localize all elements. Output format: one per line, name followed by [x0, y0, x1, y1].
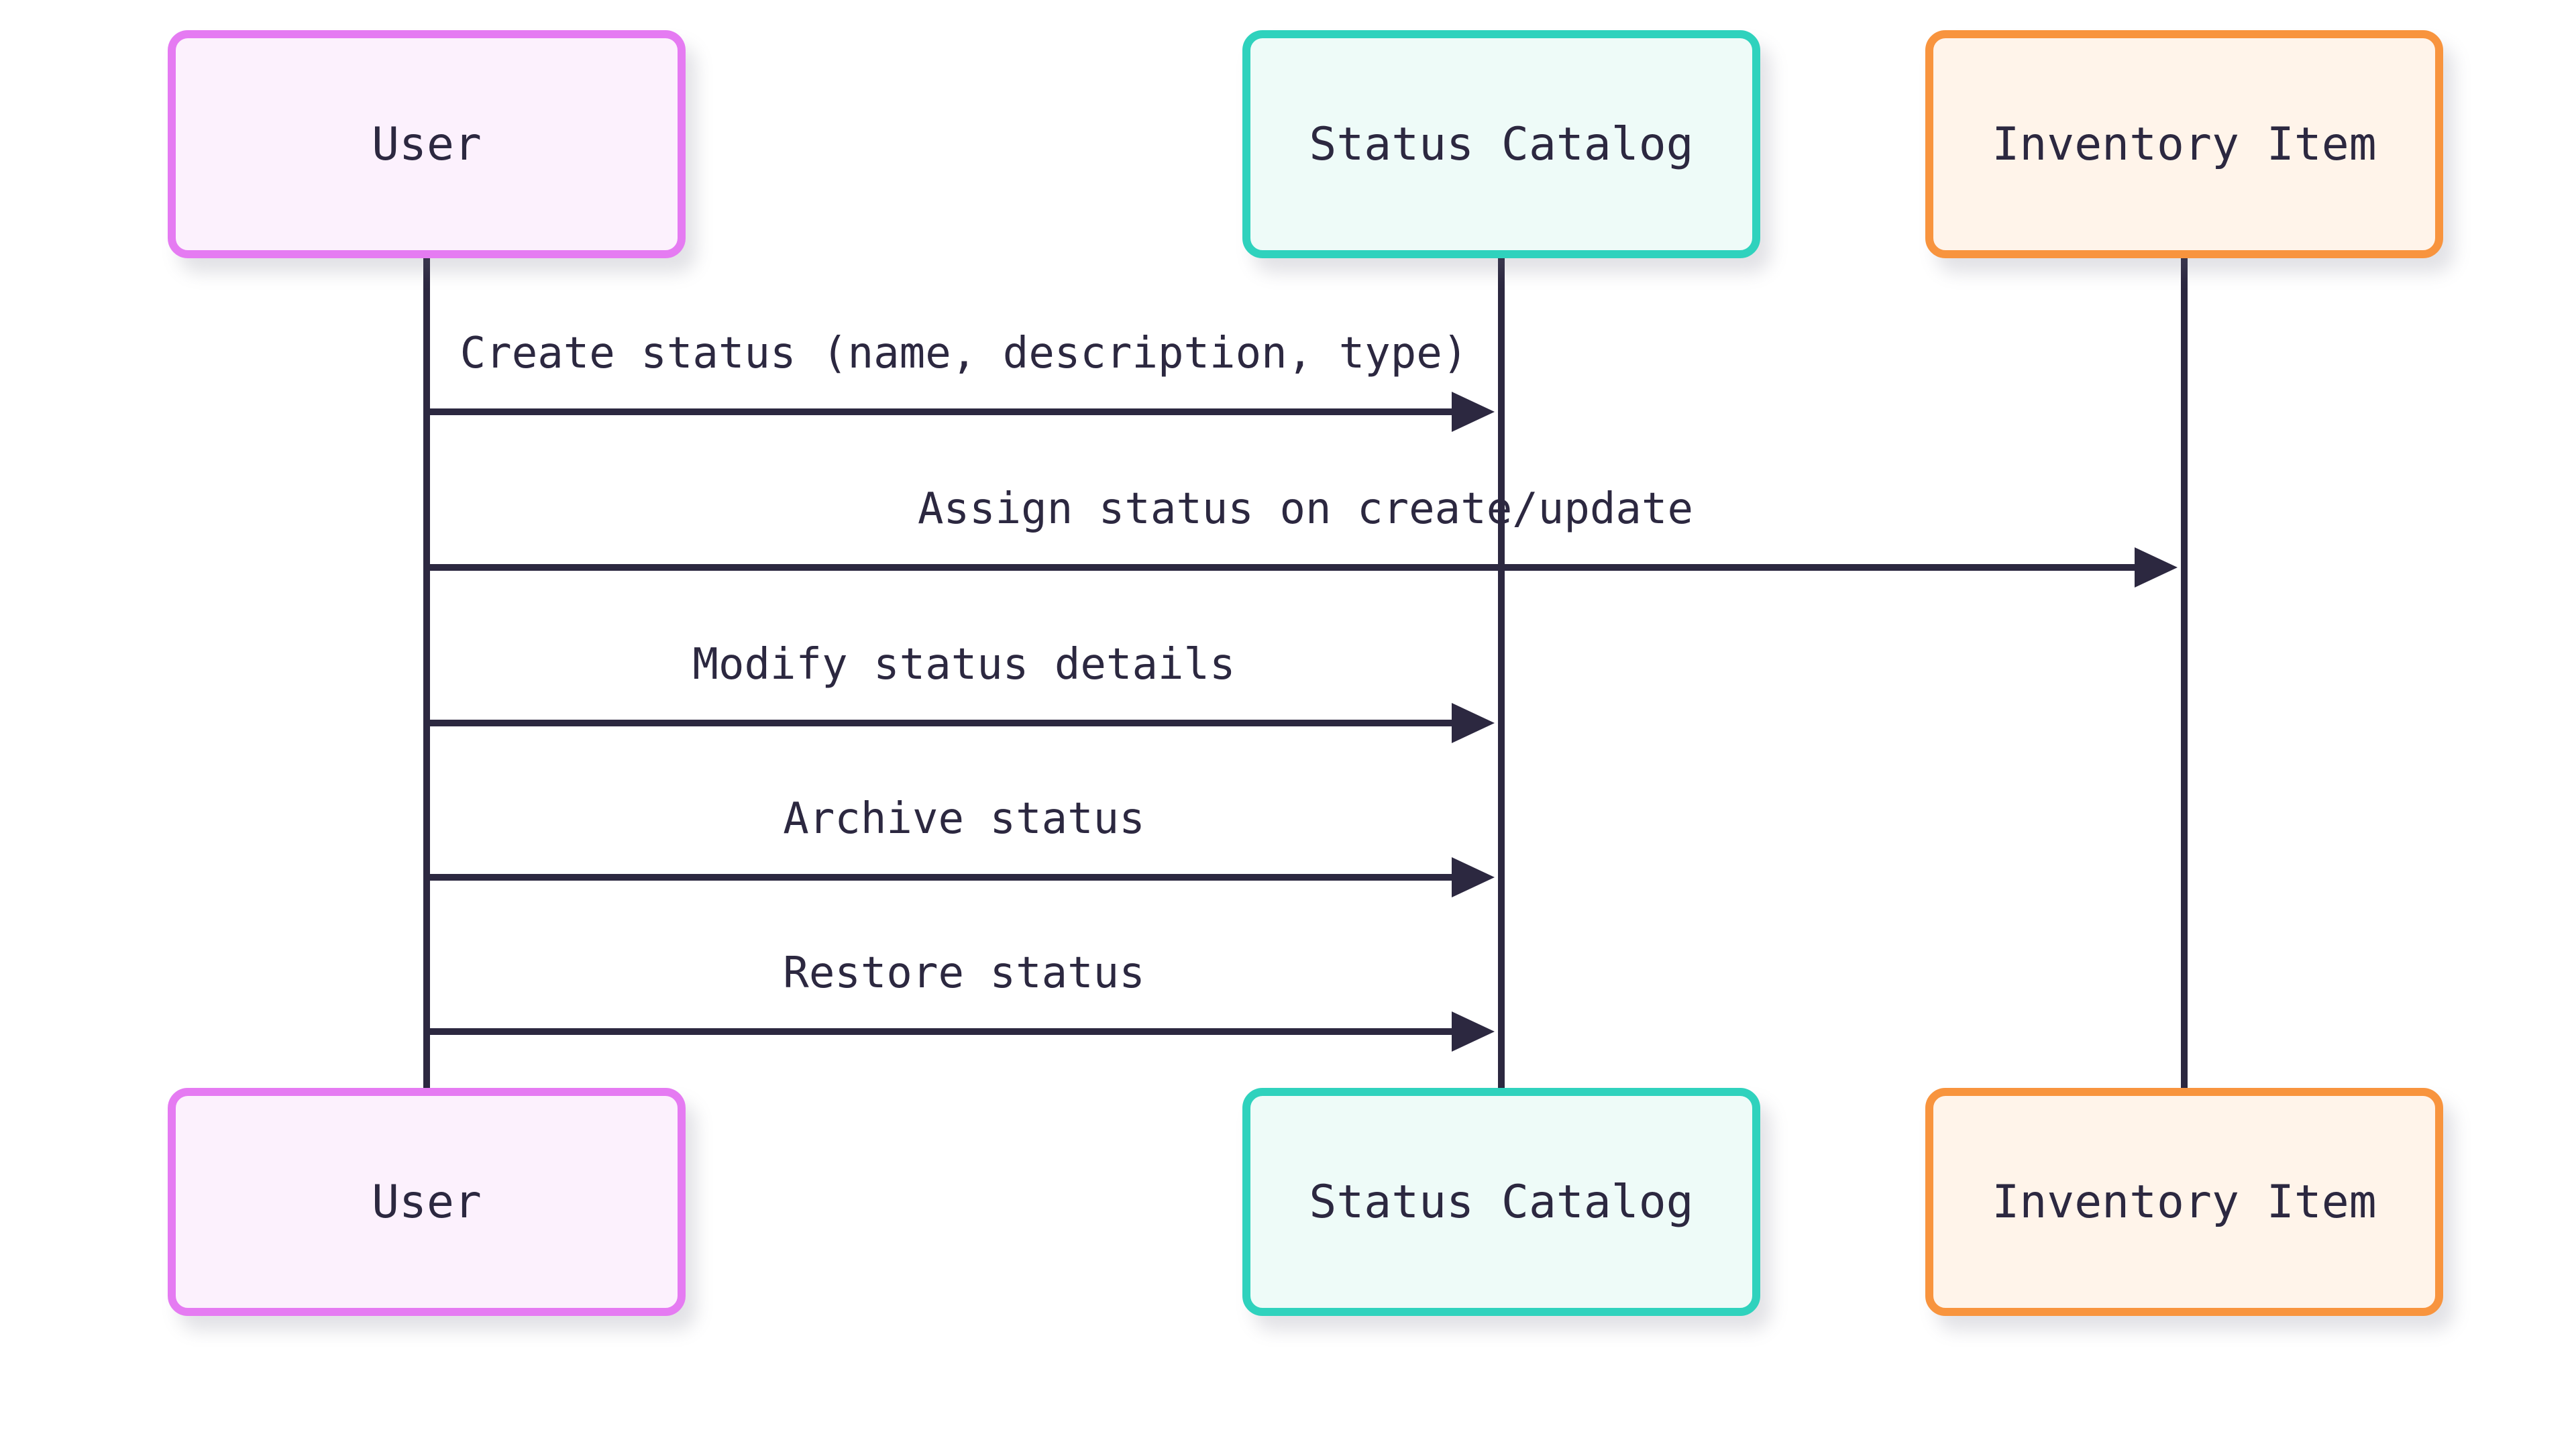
- message-arrowhead-5: [1452, 1011, 1495, 1052]
- actor-box-inventory-item-top: Inventory Item: [1925, 30, 2443, 258]
- actor-label-inventory-item: Inventory Item: [1992, 117, 2377, 171]
- actor-box-user-top: User: [168, 30, 686, 258]
- actor-label-inventory-item: Inventory Item: [1992, 1175, 2377, 1229]
- message-arrow-1: [427, 408, 1452, 415]
- actor-label-status-catalog: Status Catalog: [1309, 117, 1694, 171]
- lifeline-user: [423, 257, 430, 1091]
- message-arrowhead-4: [1452, 857, 1495, 897]
- message-arrowhead-1: [1452, 392, 1495, 432]
- message-arrow-3: [427, 720, 1452, 726]
- message-arrow-5: [427, 1028, 1452, 1035]
- message-arrow-2: [427, 564, 2135, 571]
- message-label-2: Assign status on create/update: [918, 484, 1693, 534]
- actor-box-inventory-item-bottom: Inventory Item: [1925, 1088, 2443, 1316]
- actor-label-status-catalog: Status Catalog: [1309, 1175, 1694, 1229]
- lifeline-inventory-item: [2181, 257, 2188, 1091]
- message-label-4: Archive status: [783, 794, 1145, 844]
- actor-label-user: User: [372, 117, 482, 171]
- actor-box-status-catalog-bottom: Status Catalog: [1242, 1088, 1760, 1316]
- message-label-5: Restore status: [783, 948, 1145, 998]
- message-arrowhead-2: [2135, 547, 2178, 588]
- actor-box-status-catalog-top: Status Catalog: [1242, 30, 1760, 258]
- message-arrowhead-3: [1452, 703, 1495, 743]
- actor-label-user: User: [372, 1175, 482, 1229]
- message-arrow-4: [427, 874, 1452, 881]
- message-label-3: Modify status details: [692, 640, 1236, 689]
- message-label-1: Create status (name, description, type): [460, 329, 1468, 378]
- actor-box-user-bottom: User: [168, 1088, 686, 1316]
- lifeline-status-catalog: [1498, 257, 1505, 1091]
